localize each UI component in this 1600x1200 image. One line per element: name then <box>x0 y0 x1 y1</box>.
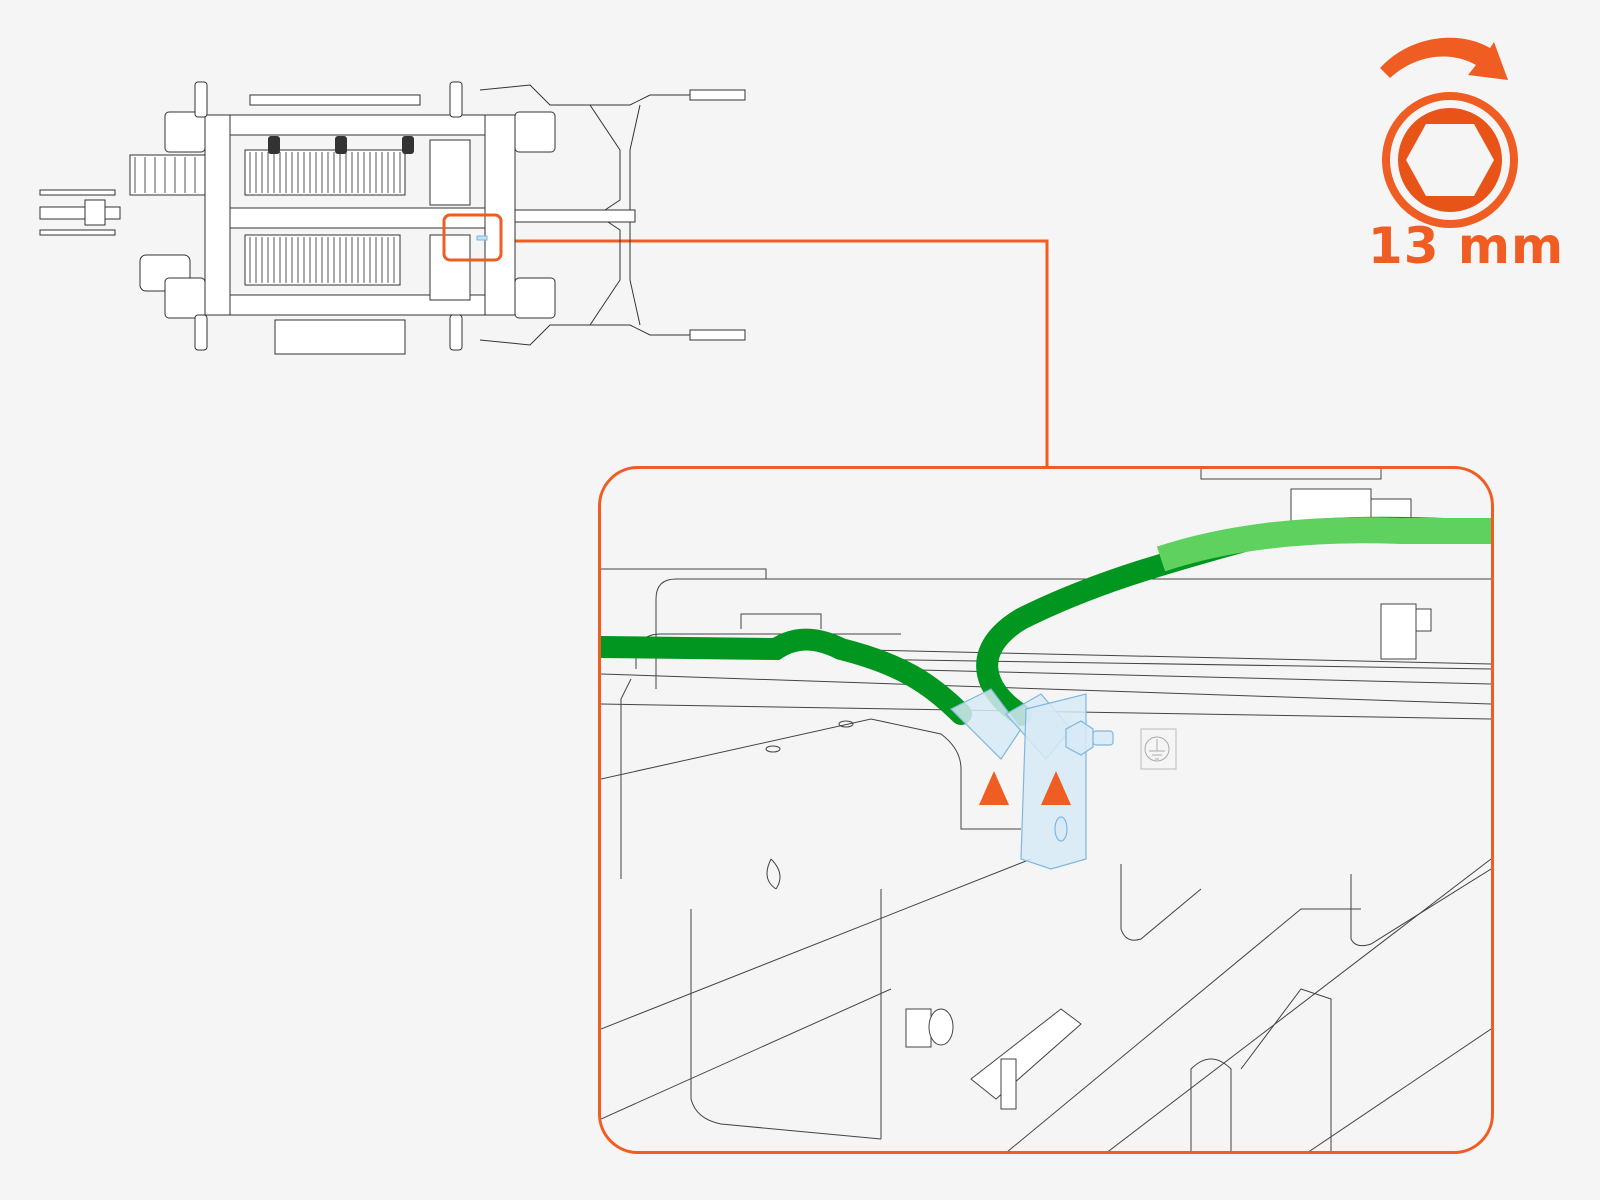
hex-socket-wrench-icon <box>1380 37 1518 228</box>
ground-cable-left <box>601 628 972 725</box>
clockwise-arrow-icon <box>1380 37 1508 80</box>
orange-triangle-pointer-icon <box>979 771 1009 805</box>
ground-lug-detail-drawing <box>601 469 1491 1151</box>
machine-overview-drawing <box>39 81 746 355</box>
cable-lug-bracket <box>949 688 1114 870</box>
wrench-size-label: 13 mm <box>1367 217 1565 275</box>
orange-triangle-pointer-icon <box>1041 771 1071 805</box>
callout-box-icon <box>442 213 503 262</box>
ground-earth-icon <box>1144 736 1170 762</box>
detail-view-frame <box>598 466 1494 1154</box>
